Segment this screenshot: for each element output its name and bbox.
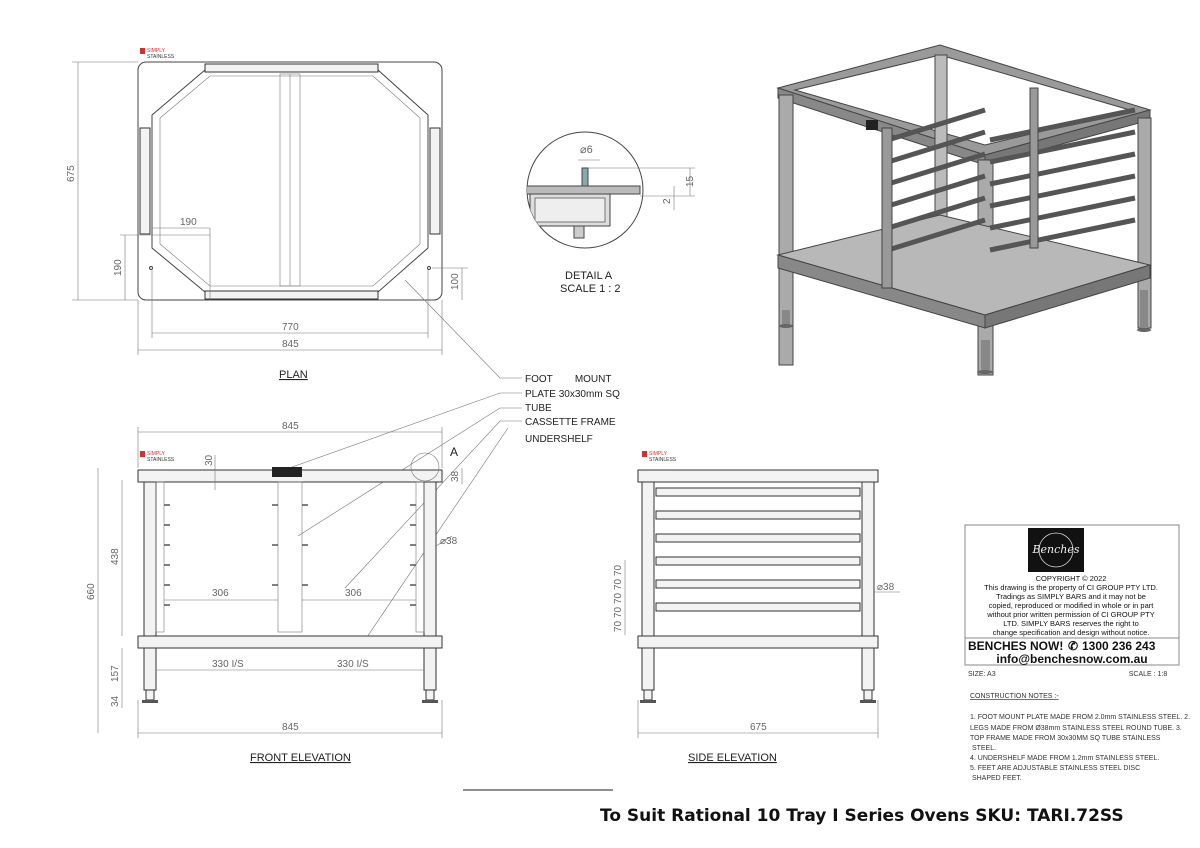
dim-plan-width: 845 <box>282 339 299 350</box>
dim-front-frame: 30 <box>204 454 215 466</box>
benches-logo-text: Benches <box>1031 543 1079 556</box>
dim-front-upper: 438 <box>110 548 121 565</box>
callouts: FOOT MOUNT PLATE 30x30mm SQ TUBE CASSETT… <box>249 279 620 641</box>
phone-icon: ✆ <box>1068 639 1078 653</box>
note-line: 1. FOOT MOUNT PLATE MADE FROM 2.0mm STAI… <box>970 714 1190 721</box>
callout-cassette-frame: CASSETTE FRAME <box>525 417 616 428</box>
dim-plan-offset-h: 190 <box>180 217 197 228</box>
dim-front-tube: 38 <box>450 470 461 482</box>
notice-line: This drawing is the property of CI GROUP… <box>984 583 1158 592</box>
notice-line: LTD. SIMPLY BARS reserves the right to <box>1003 619 1138 628</box>
sheet-size: SIZE: A3 <box>968 671 996 678</box>
notes-heading: CONSTRUCTION NOTES :- <box>970 693 1059 700</box>
notice-line: Tradings as SIMPLY BARS and it may not b… <box>996 592 1146 601</box>
dim-side-pitch: 70 <box>613 606 624 618</box>
front-elevation: SIMPLY STAINLESS A 845 30 38 ⌀38 660 438 <box>86 421 463 764</box>
brand-logo-line1: SIMPLY <box>147 451 166 457</box>
dim-side-pitch: 70 <box>613 620 624 632</box>
dim-front-leg: ⌀38 <box>440 536 458 547</box>
note-line: LEGS MADE FROM Ø38mm STAINLESS STEEL ROU… <box>970 725 1182 732</box>
front-elevation-title: FRONT ELEVATION <box>250 752 351 764</box>
title-block: Benches COPYRIGHT © 2022 This drawing is… <box>964 524 1180 678</box>
sheet-scale: SCALE : 1:8 <box>1129 671 1168 678</box>
dim-front-bay-left: 306 <box>212 588 229 599</box>
dim-detail-diameter: ⌀6 <box>580 144 593 156</box>
dim-front-bay-right: 306 <box>345 588 362 599</box>
brand-logo-line2: STAINLESS <box>147 54 175 60</box>
notice-line: copied, reproduced or modified in whole … <box>989 601 1155 610</box>
brand-logo-line1: SIMPLY <box>147 48 166 54</box>
dim-front-foot: 34 <box>110 695 121 707</box>
callout-undershelf: UNDERSHELF <box>525 434 593 445</box>
dim-front-height: 660 <box>86 583 97 600</box>
dim-plan-offset-v: 190 <box>113 259 124 276</box>
detail-marker: A <box>450 445 458 459</box>
callout-foot-mount: FOOT MOUNT <box>525 374 611 385</box>
detail-scale: SCALE 1 : 2 <box>560 283 621 295</box>
callout-tube: TUBE <box>525 403 552 414</box>
note-line: TOP FRAME MADE FROM 30x30MM SQ TUBE STAI… <box>970 735 1161 742</box>
dim-side-leg: ⌀38 <box>877 582 895 593</box>
dim-front-lower: 157 <box>110 665 121 682</box>
email-link[interactable]: info@benchesnow.com.au <box>996 652 1147 666</box>
dim-front-is-left: 330 I/S <box>212 659 244 670</box>
note-line: 4. UNDERSHELF MADE FROM 1.2mm STAINLESS … <box>970 755 1159 762</box>
dim-front-top-width: 845 <box>282 421 299 432</box>
note-line: SHAPED FEET. <box>970 775 1022 782</box>
dim-plan-depth: 675 <box>66 165 77 182</box>
brand-logo-line2: STAINLESS <box>649 457 677 463</box>
dim-side-pitch: 70 <box>613 592 624 604</box>
dim-plan-inner-width: 770 <box>282 322 299 333</box>
dim-side-pitch: 70 <box>613 578 624 590</box>
detail-a: ⌀6 15 2 DETAIL A SCALE 1 : 2 <box>526 131 696 295</box>
plan-outline <box>137 61 443 301</box>
construction-notes: CONSTRUCTION NOTES :- 1. FOOT MOUNT PLAT… <box>970 693 1190 782</box>
brand-logo-line2: STAINLESS <box>147 457 175 463</box>
side-elevation: SIMPLY STAINLESS 70 70 70 70 70 ⌀38 675 … <box>613 451 900 764</box>
dim-plan-edge: 100 <box>450 273 461 290</box>
detail-title: DETAIL A <box>565 270 613 282</box>
benches-logo <box>1028 528 1084 572</box>
brand-logo-line1: SIMPLY <box>649 451 668 457</box>
cta-text: BENCHES NOW! <box>968 639 1063 653</box>
notice-line: without prior written permission of CI G… <box>986 610 1154 619</box>
dim-front-bottom-width: 845 <box>282 722 299 733</box>
brand-logo: SIMPLY STAINLESS <box>140 48 175 60</box>
dim-front-is-right: 330 I/S <box>337 659 369 670</box>
plan-view: SIMPLY STAINLESS 675 190 190 100 770 845… <box>66 48 468 381</box>
dim-side-pitch: 70 <box>613 564 624 576</box>
product-title: To Suit Rational 10 Tray I Series Ovens … <box>600 806 1124 826</box>
dim-detail-plate: 2 <box>662 198 673 204</box>
note-line: 5. FEET ARE ADJUSTABLE STAINLESS STEEL D… <box>970 765 1140 772</box>
note-line: STEEL. <box>970 745 996 752</box>
phone-number[interactable]: 1300 236 243 <box>1082 639 1156 653</box>
side-elevation-title: SIDE ELEVATION <box>688 752 777 764</box>
callout-plate: PLATE 30x30mm SQ <box>525 389 620 400</box>
plan-title: PLAN <box>279 369 308 381</box>
dim-detail-height: 15 <box>685 175 696 187</box>
notice-line: change specification and design without … <box>993 628 1150 637</box>
dim-side-depth: 675 <box>750 722 767 733</box>
isometric-view <box>776 44 1152 376</box>
copyright: COPYRIGHT © 2022 <box>1036 574 1107 583</box>
